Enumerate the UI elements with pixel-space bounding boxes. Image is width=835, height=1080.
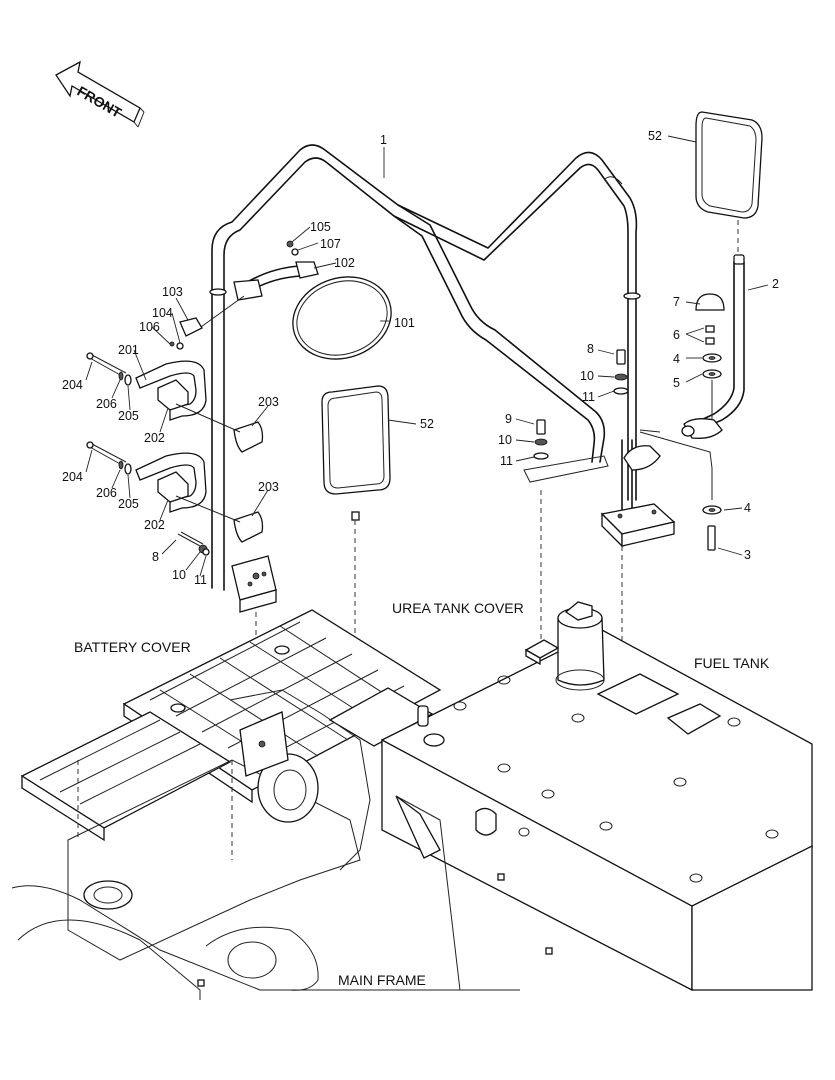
leader-lines: [85, 135, 769, 577]
callout-206: 206: [96, 486, 117, 500]
callout-202: 202: [144, 518, 165, 532]
callout-3: 3: [744, 548, 751, 562]
main-frame: [11, 689, 553, 1000]
grab-handle-upper: [86, 317, 264, 453]
callout-11: 11: [194, 573, 207, 587]
callout-205: 205: [118, 497, 139, 511]
callout-107: 107: [320, 237, 341, 251]
handrail-base: [231, 555, 277, 770]
handrail-tube: [209, 144, 641, 591]
callout-106: 106: [139, 320, 160, 334]
grab-handle-lower: [86, 441, 264, 556]
callout-10: 10: [580, 369, 594, 383]
callout-202: 202: [144, 431, 165, 445]
callout-204: 204: [62, 378, 83, 392]
fuel-tank: [381, 629, 813, 992]
callout-6: 6: [673, 328, 680, 342]
callout-104: 104: [152, 306, 173, 320]
callout-10: 10: [172, 568, 186, 582]
step-tray: [20, 711, 233, 860]
callout-101: 101: [394, 316, 415, 330]
callout-102: 102: [334, 256, 355, 270]
callout-103: 103: [162, 285, 183, 299]
callout-9: 9: [505, 412, 512, 426]
front-arrow-icon: FRONT: [55, 60, 145, 128]
callout-205: 205: [118, 409, 139, 423]
mirror-right: [695, 111, 763, 255]
mirror-post: [600, 439, 676, 690]
callout-labels: 1 2 3 4 4 5 6 7 52 52 101 102 107 105 8 …: [62, 129, 779, 587]
callout-201: 201: [118, 343, 139, 357]
callout-2: 2: [772, 277, 779, 291]
callout-203: 203: [258, 480, 279, 494]
battery-cover-label: BATTERY COVER: [74, 639, 191, 655]
callout-204: 204: [62, 470, 83, 484]
callout-11: 11: [582, 390, 595, 404]
hardware-right: [695, 293, 725, 551]
callout-8: 8: [587, 342, 594, 356]
callout-203: 203: [258, 395, 279, 409]
callout-4: 4: [673, 352, 680, 366]
callout-52: 52: [420, 417, 434, 431]
urea-tank: [524, 601, 605, 691]
main-frame-label: MAIN FRAME: [338, 972, 426, 988]
round-mirror: [193, 240, 392, 360]
callout-5: 5: [673, 376, 680, 390]
fuel-tank-label: FUEL TANK: [694, 655, 770, 671]
area-labels: BATTERY COVER UREA TANK COVER FUEL TANK …: [74, 600, 770, 988]
callout-11: 11: [500, 454, 513, 468]
callout-52: 52: [648, 129, 662, 143]
callout-105: 105: [310, 220, 331, 234]
callout-4: 4: [744, 501, 751, 515]
mirror-center: [321, 385, 391, 650]
callout-206: 206: [96, 397, 117, 411]
urea-tank-cover-label: UREA TANK COVER: [392, 600, 524, 616]
mirror-stay: [623, 254, 745, 500]
callout-8: 8: [152, 550, 159, 564]
hardware-middle: [533, 349, 629, 650]
callout-7: 7: [673, 295, 680, 309]
callout-10: 10: [498, 433, 512, 447]
callout-1: 1: [380, 133, 387, 147]
